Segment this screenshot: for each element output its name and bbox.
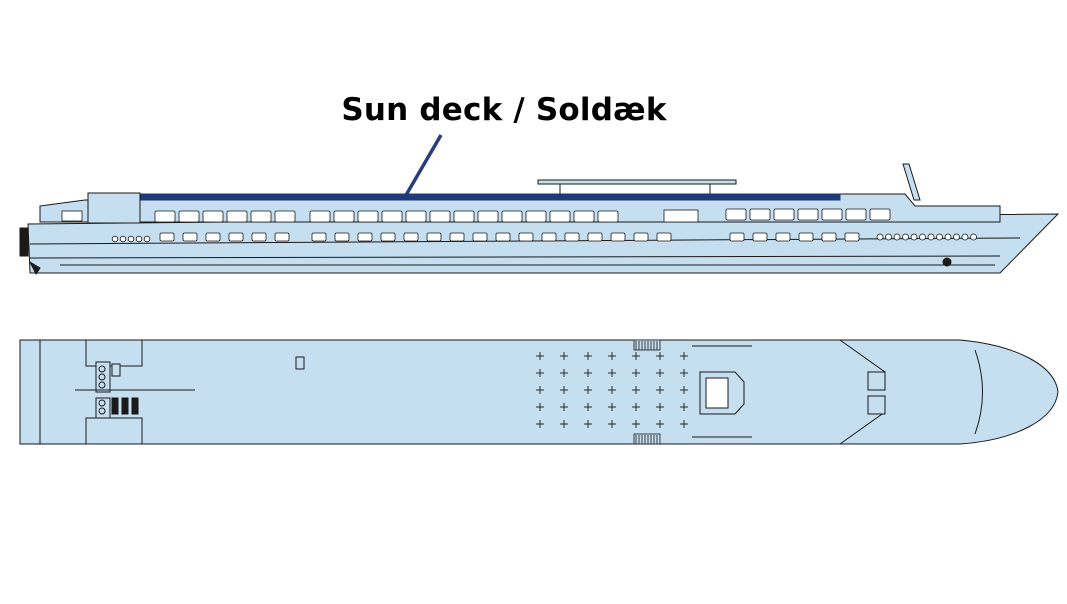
window <box>749 208 771 221</box>
window <box>564 232 580 242</box>
stair-steps <box>635 341 658 444</box>
porthole <box>127 235 135 243</box>
sun-canopy <box>537 179 737 185</box>
window <box>357 210 379 223</box>
window <box>597 210 619 223</box>
window <box>333 210 355 223</box>
window <box>405 210 427 223</box>
anchor-mark <box>942 257 952 267</box>
sun-deck-label: Sun deck / Soldæk <box>341 92 667 128</box>
window <box>403 232 419 242</box>
porthole <box>910 233 918 241</box>
window <box>869 208 891 221</box>
porthole <box>876 233 884 241</box>
porthole <box>953 233 960 241</box>
window <box>549 210 571 223</box>
window <box>501 210 523 223</box>
porthole <box>143 235 151 243</box>
window <box>309 210 331 223</box>
window <box>821 232 837 242</box>
porthole <box>927 233 935 241</box>
window <box>477 210 499 223</box>
window <box>573 210 595 223</box>
stern-railing <box>19 339 41 445</box>
window <box>429 210 451 223</box>
porthole <box>944 233 952 241</box>
porthole <box>961 233 969 241</box>
window <box>821 208 843 221</box>
window <box>357 232 373 242</box>
window <box>725 208 747 221</box>
window <box>228 232 244 242</box>
porthole <box>111 235 119 243</box>
window <box>250 210 272 223</box>
window <box>61 210 83 222</box>
window <box>518 232 534 242</box>
window <box>633 232 649 242</box>
stairs-bottom <box>633 433 661 445</box>
window-large <box>663 209 699 223</box>
porthole <box>885 233 892 241</box>
window <box>226 210 248 223</box>
window <box>472 232 488 242</box>
porthole <box>919 233 926 241</box>
porthole <box>135 235 143 243</box>
deck-chair-grid <box>536 352 688 428</box>
window <box>311 232 327 242</box>
window <box>797 208 819 221</box>
window <box>380 232 396 242</box>
window <box>178 210 200 223</box>
window <box>495 232 511 242</box>
upper-window-row <box>61 208 891 223</box>
window <box>251 232 267 242</box>
window <box>541 232 557 242</box>
window <box>773 208 795 221</box>
window <box>656 232 672 242</box>
porthole <box>902 233 909 241</box>
window <box>205 232 221 242</box>
window <box>426 232 442 242</box>
window <box>775 232 791 242</box>
window <box>159 232 175 242</box>
stern-housing-bottom <box>85 417 143 445</box>
window <box>182 232 198 242</box>
stern-wheelhouse <box>87 192 141 224</box>
window <box>844 232 860 242</box>
window <box>752 232 768 242</box>
window <box>525 210 547 223</box>
porthole <box>970 233 977 241</box>
window <box>274 210 296 223</box>
bow-mast <box>902 163 921 201</box>
porthole <box>119 235 127 243</box>
stairs-top <box>633 339 661 351</box>
porthole <box>936 233 943 241</box>
window <box>154 210 176 223</box>
window <box>798 232 814 242</box>
label-pointer-line <box>400 134 443 203</box>
deck-hatch <box>295 356 305 370</box>
window <box>381 210 403 223</box>
window <box>845 208 867 221</box>
window <box>453 210 475 223</box>
window <box>274 232 290 242</box>
sun-deck-band <box>139 193 841 201</box>
window <box>587 232 603 242</box>
porthole <box>893 233 901 241</box>
window <box>610 232 626 242</box>
window <box>334 232 350 242</box>
window <box>449 232 465 242</box>
window <box>202 210 224 223</box>
lower-window-row <box>111 232 977 243</box>
window <box>729 232 745 242</box>
stern-housing-top <box>85 339 143 367</box>
stern-end <box>19 227 29 257</box>
